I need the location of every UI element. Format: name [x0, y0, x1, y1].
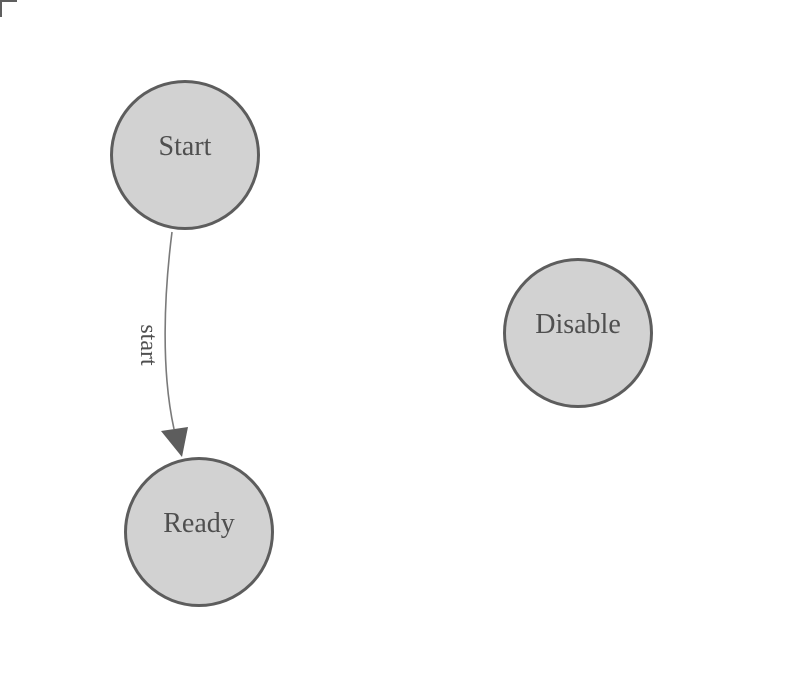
node-disable[interactable]: Disable: [503, 258, 653, 408]
node-start[interactable]: Start: [110, 80, 260, 230]
node-ready-label: Ready: [163, 508, 235, 539]
edge-start-to-ready[interactable]: [164, 231, 175, 430]
edge-label-start[interactable]: start: [135, 324, 161, 366]
corner-bracket: [0, 0, 17, 17]
node-disable-label: Disable: [535, 309, 621, 340]
node-ready[interactable]: Ready: [124, 457, 274, 607]
arrowhead-icon: [161, 427, 188, 457]
node-start-label: Start: [158, 131, 212, 162]
